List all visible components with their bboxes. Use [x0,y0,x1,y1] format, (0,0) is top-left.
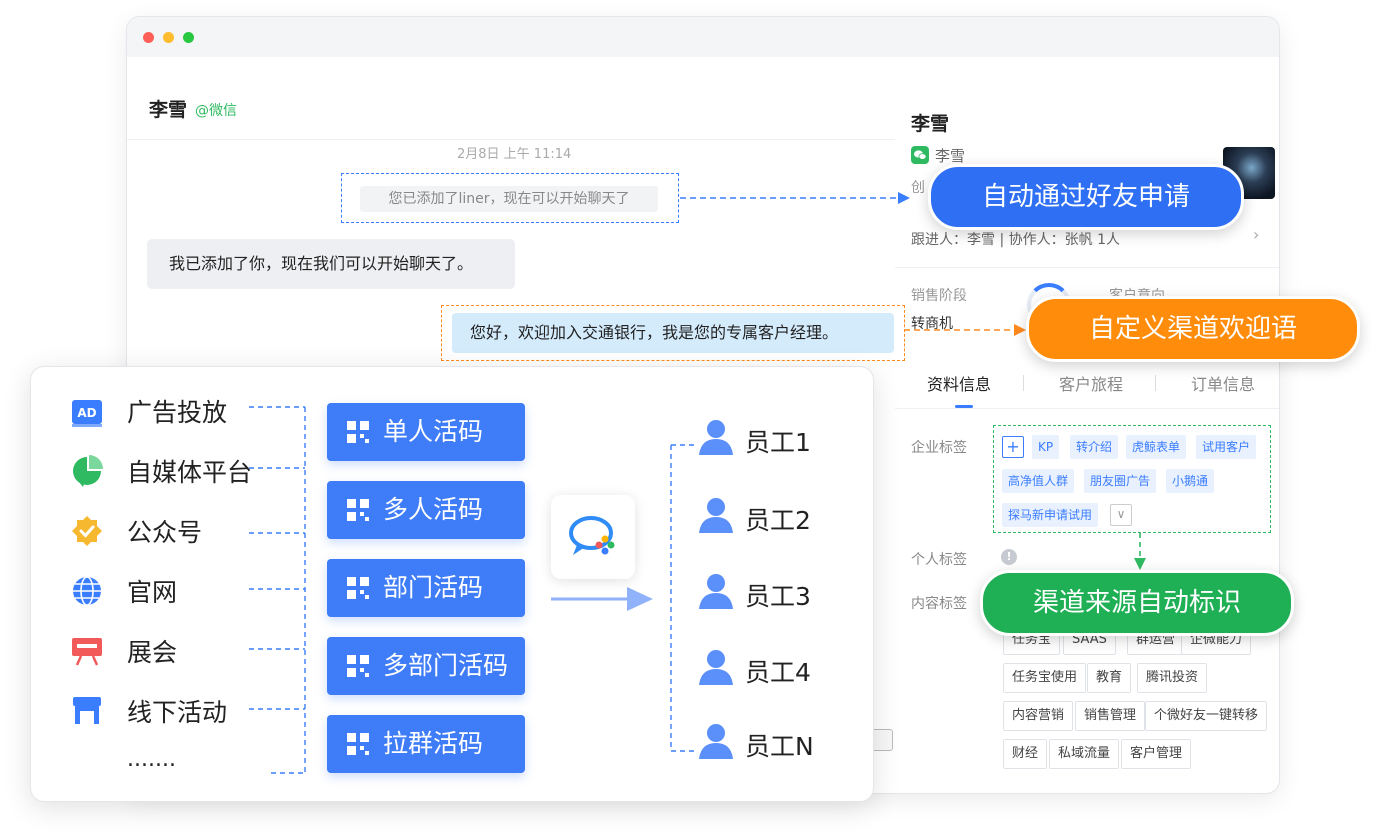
tab-orders[interactable]: 订单信息 [1191,375,1256,394]
customer-created-label: 创 [911,180,925,196]
code-button-multi-department[interactable]: 多部门活码 [327,637,525,695]
chat-header: 李雪 @微信 [127,57,895,140]
content-tag[interactable]: 财经 [1003,739,1048,769]
callout-auto-tag: 渠道来源自动标识 [980,570,1294,636]
sales-stage-value: 转商机 [911,316,953,332]
channel-source-offline: 线下活动 [127,698,228,727]
code-button-group[interactable]: 拉群活码 [327,715,525,773]
code-button-label: 部门活码 [383,573,484,602]
employee-label: 员工2 [745,506,811,535]
employee-label: 员工3 [745,582,811,611]
chat-contact-name: 李雪 [149,99,188,121]
wecom-hub [551,495,635,579]
channel-source-self-media: 自媒体平台 [127,458,253,487]
wechat-icon [911,146,929,164]
wecom-logo-icon [569,516,615,555]
personal-tag-label: 个人标签 [911,552,967,568]
channel-source-official-account: 公众号 [127,518,203,547]
user-icon [699,498,733,533]
enterprise-tag[interactable]: 转介绍 [1070,435,1119,459]
enterprise-tag[interactable]: 高净值人群 [1002,469,1075,493]
qr-code-icon [347,655,369,677]
ad-icon-text: AD [77,406,96,420]
sales-stage-label: 销售阶段 [911,288,967,304]
enterprise-tag[interactable]: 虎鲸表单 [1126,435,1187,459]
chevron-right-icon[interactable]: › [1253,225,1260,244]
ad-icon: AD [72,400,102,427]
official-account-icon [72,516,102,546]
welcome-message-highlight: 您好，欢迎加入交通银行，我是您的专属客户经理。 [441,305,905,361]
customer-wechat-name: 李雪 [935,147,966,165]
exhibition-icon [72,638,102,666]
code-button-single[interactable]: 单人活码 [327,403,525,461]
flow-lines [249,406,695,774]
code-button-label: 拉群活码 [383,729,484,758]
code-button-label: 多部门活码 [383,651,509,680]
tab-profile[interactable]: 资料信息 [927,375,992,394]
channel-source-ad: 广告投放 [127,398,228,427]
qr-code-icon [347,577,369,599]
channel-source-more: ....... [127,747,176,772]
welcome-message-bubble: 您好，欢迎加入交通银行，我是您的专属客户经理。 [452,313,894,353]
qr-code-icon [347,499,369,521]
maximize-window-button[interactable] [183,32,194,43]
add-tag-button[interactable]: + [1002,436,1024,458]
incoming-message-bubble: 我已添加了你，现在我们可以开始聊天了。 [147,239,515,289]
content-tag-label: 内容标签 [911,596,967,612]
content-tag[interactable]: 个微好友一键转移 [1145,701,1268,731]
content-tag[interactable]: 私域流量 [1049,739,1120,769]
user-icon [699,574,733,609]
content-tag[interactable]: 任务宝使用 [1003,663,1087,693]
callout-custom-welcome: 自定义渠道欢迎语 [1026,296,1360,362]
content-tag[interactable]: 腾讯投资 [1137,663,1208,693]
chevron-down-icon[interactable]: ∨ [1110,504,1132,526]
title-bar [127,17,1279,57]
tab-journey[interactable]: 客户旅程 [1059,375,1124,394]
qr-code-icon [347,421,369,443]
customer-tabs: 资料信息 客户旅程 订单信息 [911,371,1275,408]
code-button-label: 单人活码 [383,417,484,446]
enterprise-tag-label: 企业标签 [911,440,967,456]
user-icon [699,650,733,685]
minimize-window-button[interactable] [163,32,174,43]
system-message: 您已添加了liner，现在可以开始聊天了 [360,186,658,212]
user-icon [699,724,733,759]
enterprise-tag[interactable]: 试用客户 [1196,435,1257,459]
close-window-button[interactable] [143,32,154,43]
active-tab-indicator [955,405,973,408]
self-media-icon [73,455,103,487]
content-tag[interactable]: 内容营销 [1003,701,1074,731]
customer-follow-info: 跟进人：李雪 | 协作人：张帆 1人 [911,232,1120,248]
globe-icon [73,576,101,606]
info-icon: ! [1001,549,1017,565]
system-message-highlight: 您已添加了liner，现在可以开始聊天了 [341,173,679,223]
divider [895,267,1279,268]
store-icon [73,697,101,724]
employee-label: 员工1 [745,428,811,457]
enterprise-tags-highlight: + KP 转介绍 虎鲸表单 试用客户 高净值人群 朋友圈广告 小鹅通 探马新申请… [993,425,1271,533]
chat-contact-source: @微信 [195,103,237,119]
enterprise-tag[interactable]: 探马新申请试用 [1002,503,1099,527]
chat-timestamp: 2月8日 上午 11:14 [457,147,572,162]
code-button-multi[interactable]: 多人活码 [327,481,525,539]
content-tag[interactable]: 客户管理 [1121,739,1192,769]
enterprise-tag[interactable]: KP [1032,435,1060,459]
channel-source-exhibition: 展会 [127,638,178,667]
callout-auto-accept: 自动通过好友申请 [928,164,1244,230]
enterprise-tag[interactable]: 朋友圈广告 [1084,469,1157,493]
qr-code-icon [347,733,369,755]
code-button-label: 多人活码 [383,495,484,524]
code-button-department[interactable]: 部门活码 [327,559,525,617]
channel-source-website: 官网 [127,578,178,607]
content-tag[interactable]: 销售管理 [1075,701,1146,731]
employee-label: 员工4 [745,658,811,687]
document-icon[interactable] [871,729,893,751]
customer-name: 李雪 [911,113,950,135]
content-tag[interactable]: 教育 [1087,663,1132,693]
employee-label: 员工N [745,732,814,761]
enterprise-tag[interactable]: 小鹅通 [1166,469,1215,493]
user-icon [699,420,733,455]
channel-flow-card: AD 广告投放 自媒体平台 公众号 官网 展会 线下活动 ....... 单人活… [30,366,874,802]
